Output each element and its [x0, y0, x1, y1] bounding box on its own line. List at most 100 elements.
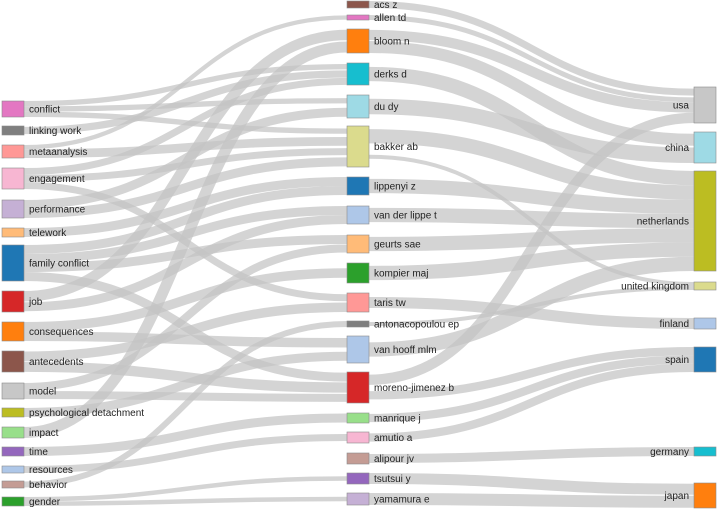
flow-link [23, 41, 348, 438]
node-spain[interactable] [693, 346, 717, 373]
node-united-kingdom[interactable] [693, 281, 717, 291]
node-metaanalysis[interactable] [1, 144, 25, 159]
node-label-metaanalysis: metaanalysis [29, 147, 87, 158]
node-label-antecedents: antecedents [29, 357, 84, 368]
node-job[interactable] [1, 290, 25, 313]
node-linking-work[interactable] [1, 125, 25, 136]
flow-link [23, 434, 348, 473]
node-du-dy[interactable] [346, 94, 370, 119]
flow-link [368, 256, 695, 357]
flow-link [23, 361, 348, 393]
node-label-taris-tw: taris tw [374, 298, 406, 309]
flow-link [23, 29, 348, 302]
flow-link [368, 178, 695, 214]
node-finland[interactable] [693, 317, 717, 330]
node-bloom-n[interactable] [346, 28, 370, 54]
node-label-geurts-sae: geurts sae [374, 240, 421, 251]
flow-link [23, 476, 348, 502]
node-label-japan: japan [664, 491, 689, 502]
node-label-bloom-n: bloom n [374, 37, 410, 48]
flow-link [23, 70, 348, 135]
node-label-model: model [29, 387, 56, 398]
node-label-derks-d: derks d [374, 70, 407, 81]
node-antonacopoulou-ep[interactable] [346, 320, 370, 328]
node-alipour-jv[interactable] [346, 452, 370, 465]
node-label-allen-td: allen td [374, 13, 406, 24]
node-yamamura-e[interactable] [346, 492, 370, 506]
node-behavior[interactable] [1, 480, 25, 489]
node-model[interactable] [1, 382, 25, 400]
node-consequences[interactable] [1, 321, 25, 342]
node-taris-tw[interactable] [346, 292, 370, 313]
node-family-conflict[interactable] [1, 244, 25, 282]
flow-link [23, 177, 348, 237]
node-derks-d[interactable] [346, 62, 370, 86]
node-time[interactable] [1, 446, 25, 457]
node-label-psychological-detachment: psychological detachment [29, 408, 144, 419]
node-kompier-maj[interactable] [346, 262, 370, 284]
node-psychological-detachment[interactable] [1, 407, 25, 418]
flow-link [368, 98, 695, 163]
node-label-engagement: engagement [29, 174, 85, 185]
node-telework[interactable] [1, 227, 25, 238]
node-label-telework: telework [29, 228, 67, 239]
node-japan[interactable] [693, 482, 717, 509]
node-gender[interactable] [1, 496, 25, 507]
node-label-netherlands: netherlands [637, 217, 689, 228]
flow-link [23, 391, 348, 402]
flow-link [368, 15, 695, 103]
flow-link [368, 363, 695, 442]
flow-link [23, 186, 348, 254]
node-label-lippenyi-z: lippenyi z [374, 182, 416, 193]
node-label-germany: germany [650, 447, 689, 458]
flow-link [23, 413, 348, 456]
node-bakker-ab[interactable] [346, 125, 370, 168]
node-label-conflict: conflict [29, 105, 60, 116]
node-label-family-conflict: family conflict [29, 259, 89, 270]
node-conflict[interactable] [1, 100, 25, 118]
node-acs-z[interactable] [346, 0, 370, 9]
node-label-amutio-a: amutio a [374, 433, 413, 444]
node-resources[interactable] [1, 465, 25, 474]
node-label-linking-work: linking work [29, 126, 82, 137]
node-van-hooff-mlm[interactable] [346, 335, 370, 364]
node-label-yamamura-e: yamamura e [374, 495, 430, 506]
node-usa[interactable] [693, 86, 717, 124]
flow-link [368, 29, 695, 113]
node-label-finland: finland [660, 319, 689, 330]
node-label-antonacopoulou-ep: antonacopoulou ep [374, 320, 460, 331]
node-van-der-lippe-t[interactable] [346, 205, 370, 225]
flow-link [368, 112, 695, 385]
node-label-van-der-lippe-t: van der lippe t [374, 211, 437, 222]
node-antecedents[interactable] [1, 350, 25, 373]
node-amutio-a[interactable] [346, 431, 370, 444]
node-germany[interactable] [693, 446, 717, 457]
node-label-manrique-j: manrique j [374, 414, 421, 425]
node-label-van-hooff-mlm: van hooff mlm [374, 345, 437, 356]
node-label-moreno-jimenez-b: moreno-jimenez b [374, 383, 454, 394]
node-netherlands[interactable] [693, 170, 717, 272]
node-china[interactable] [693, 131, 717, 164]
node-manrique-j[interactable] [346, 412, 370, 424]
node-performance[interactable] [1, 199, 25, 219]
node-label-du-dy: du dy [374, 102, 398, 113]
node-allen-td[interactable] [346, 14, 370, 21]
flow-links [23, 1, 695, 508]
flow-link [23, 268, 348, 332]
node-engagement[interactable] [1, 167, 25, 190]
node-lippenyi-z[interactable] [346, 176, 370, 196]
node-label-spain: spain [665, 355, 689, 366]
flow-link [368, 207, 695, 229]
flow-link [368, 447, 695, 463]
flow-link [368, 355, 695, 423]
node-label-impact: impact [29, 428, 59, 439]
node-tsutsui-y[interactable] [346, 472, 370, 485]
node-label-time: time [29, 447, 48, 458]
node-geurts-sae[interactable] [346, 234, 370, 254]
node-impact[interactable] [1, 426, 25, 439]
node-moreno-jimenez-b[interactable] [346, 371, 370, 404]
node-label-usa: usa [673, 101, 690, 112]
node-label-gender: gender [29, 497, 61, 508]
